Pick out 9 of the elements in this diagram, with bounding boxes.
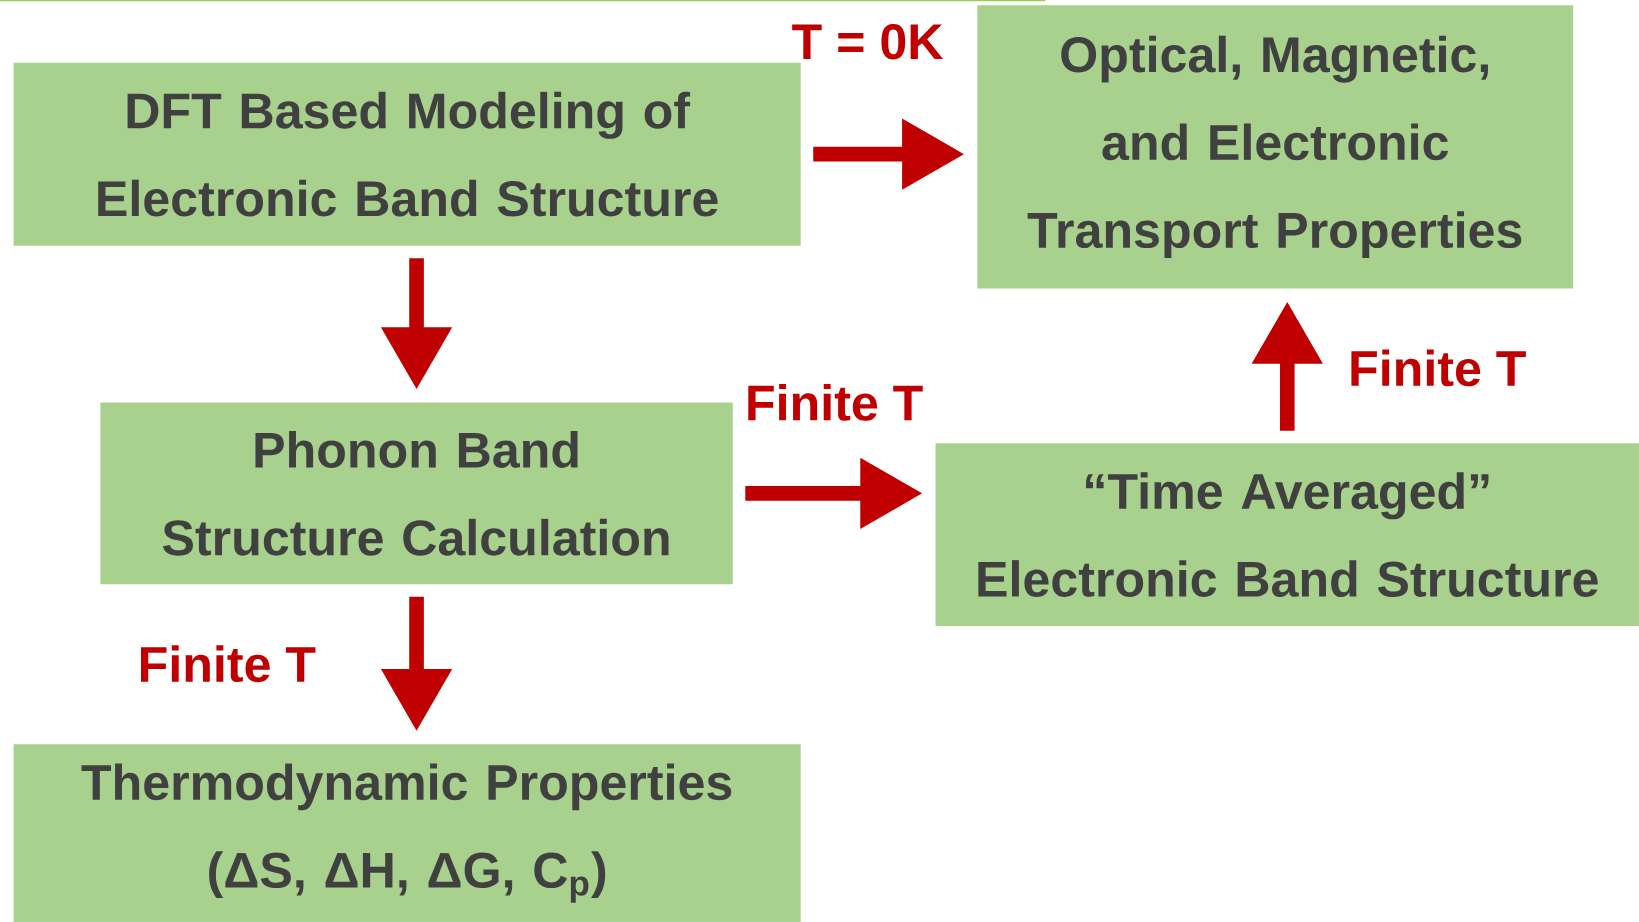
- process-box: Optical, Magnetic, and Electronic Transport Properties: [977, 5, 1574, 289]
- edge-label: Finite T: [1346, 347, 1529, 389]
- process-box: Phonon Band Structure Calculation: [100, 402, 733, 585]
- process-box: “Time Averaged” Electronic Band Structure: [935, 443, 1639, 627]
- edge-label: Finite T: [742, 381, 926, 423]
- process-box: Thermodynamic Properties (ΔS, ΔH, ΔG, C$_{p}$): [13, 744, 801, 922]
- edge-label: Finite T: [135, 643, 319, 685]
- process-box: DFT Based Modeling of Electronic Band Structure: [13, 62, 801, 246]
- edge-label: T = 0K: [789, 22, 946, 62]
